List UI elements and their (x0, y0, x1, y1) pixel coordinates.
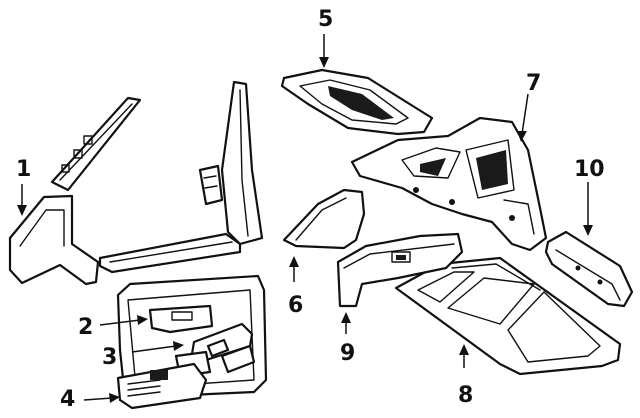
part-10-rear-end-trim (544, 230, 634, 308)
callout-2: 2 (78, 315, 93, 340)
part-9-trunk-side-trim (336, 232, 464, 308)
callout-8: 8 (458, 383, 473, 408)
callout-6: 6 (288, 293, 303, 318)
part-1-cowl-side-trim (8, 96, 142, 286)
part-8-luggage-floor-trim (394, 256, 622, 376)
callout-5: 5 (318, 7, 333, 32)
leader-3 (131, 345, 177, 353)
callout-3: 3 (102, 345, 117, 370)
callout-7: 7 (526, 71, 541, 96)
callout-9: 9 (340, 341, 355, 366)
callout-10: 10 (574, 157, 605, 182)
center-pillar-and-sill-trim (98, 80, 264, 274)
leader-lines (17, 34, 593, 403)
part-3-armrest (174, 322, 256, 378)
leader-4 (83, 397, 113, 401)
part-7-quarter-trim-panel (350, 116, 548, 252)
part-6-wheel-house-cover (282, 188, 366, 250)
part-5-quarter-upper-trim (280, 68, 434, 136)
callout-1: 1 (16, 157, 31, 182)
leader-7 (521, 93, 529, 135)
callout-4: 4 (60, 387, 75, 412)
part-4-door-pocket (116, 362, 208, 410)
callout-labels: 1 2 3 4 5 6 7 8 9 10 (16, 7, 605, 412)
leader-2 (99, 319, 141, 326)
